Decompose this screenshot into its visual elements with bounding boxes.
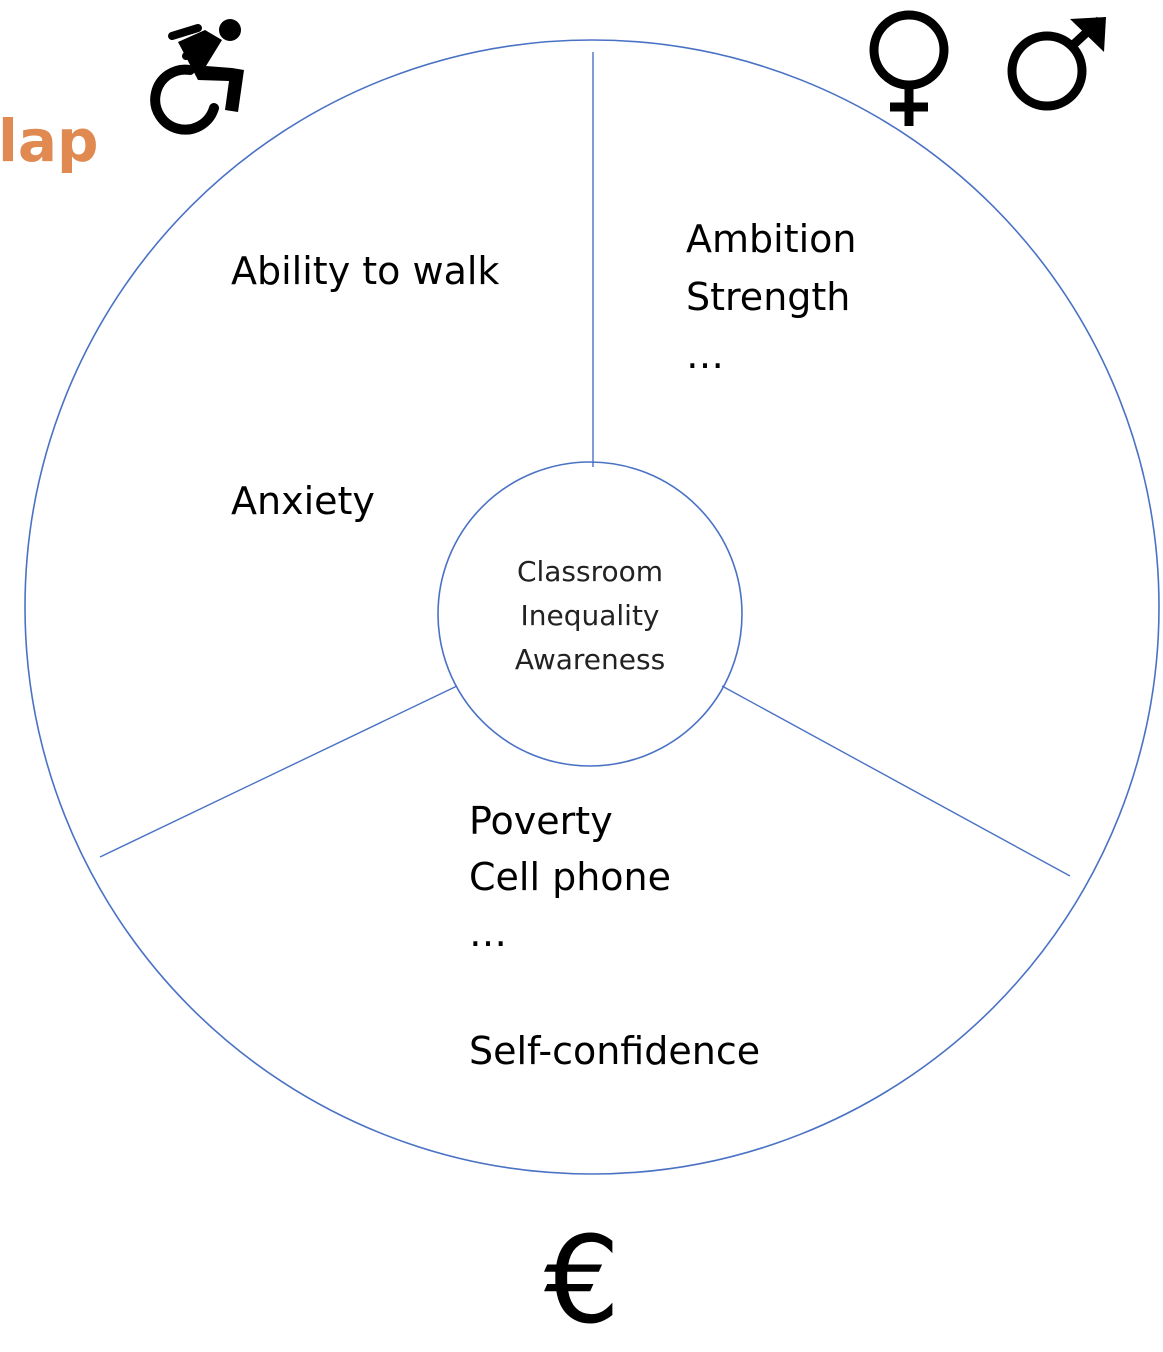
center-label-line1: Classroom <box>516 555 664 588</box>
gender-item-strength: Strength <box>686 275 851 319</box>
outer-circle <box>24 39 1160 1175</box>
gender-item-ellipsis: … <box>686 333 724 377</box>
disability-item-ability-to-walk: Ability to walk <box>231 249 500 293</box>
divider-right <box>721 685 1071 877</box>
center-label-line3: Awareness <box>514 643 666 676</box>
wheelchair-icon <box>150 19 244 135</box>
economic-item-ellipsis: … <box>469 911 507 955</box>
slide-title-fragment: lap <box>0 107 99 175</box>
female-icon <box>869 10 949 126</box>
center-label-line2: Inequality <box>520 599 660 632</box>
euro-icon: € <box>544 1212 621 1351</box>
economic-item-poverty: Poverty <box>469 799 613 843</box>
economic-item-cell-phone: Cell phone <box>469 855 672 899</box>
divider-left <box>99 685 458 858</box>
gender-item-ambition: Ambition <box>686 217 857 261</box>
disability-item-anxiety: Anxiety <box>231 479 375 523</box>
inner-circle <box>437 461 743 767</box>
economic-item-self-confidence: Self-confidence <box>469 1029 761 1073</box>
male-icon <box>1007 16 1106 111</box>
